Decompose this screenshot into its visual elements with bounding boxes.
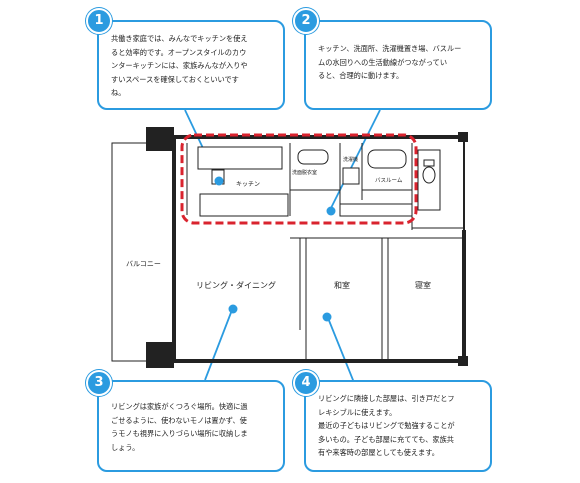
callout-2-badge: 2 (293, 8, 319, 34)
callout-3-badge: 3 (86, 370, 112, 396)
washroom-label: 洗面脱衣室 (292, 169, 317, 176)
leader-line-3 (204, 309, 233, 381)
balcony-label: バルコニー (126, 260, 161, 268)
callout-2: キッチン、洗面所、洗濯機置き場、バスルー ムの水回りへの生活動線がつながってい … (304, 20, 492, 110)
callout-4: リビングに隣接した部屋は、引き戸だとフ レキシブルに使えます。 最近の子どもはリ… (304, 380, 492, 472)
column-top-left (146, 127, 174, 151)
bedroom-label: 寝室 (415, 280, 431, 290)
column-bottom-left (146, 342, 174, 368)
laundry-label: 洗濯機 (343, 156, 358, 163)
callout-1-text: 共働き家庭では、みんなでキッチンを使え ると効率的です。オープンスタイルのカウ … (111, 34, 248, 97)
leader-dot-4 (322, 312, 332, 322)
bathroom-label: バスルーム (375, 177, 403, 184)
leader-line-4 (327, 317, 356, 386)
japanese-room-label: 和室 (334, 280, 350, 290)
callout-4-text: リビングに隣接した部屋は、引き戸だとフ レキシブルに使えます。 最近の子どもはリ… (318, 394, 455, 457)
callout-4-badge: 4 (293, 370, 319, 396)
leader-dot-1 (214, 176, 224, 186)
balcony-area (111, 142, 175, 362)
callout-2-text: キッチン、洗面所、洗濯機置き場、バスルー ムの水回りへの生活動線がつながってい … (318, 44, 462, 80)
callout-1-badge: 1 (86, 8, 112, 34)
callout-3-text: リビングは家族がくつろぐ場所。快適に過 ごせるように、使わないモノは置かず、使 … (111, 402, 248, 452)
leader-line-2 (329, 109, 381, 211)
leader-dot-3 (228, 304, 238, 314)
callout-1: 共働き家庭では、みんなでキッチンを使え ると効率的です。オープンスタイルのカウ … (97, 20, 285, 110)
leader-dot-2 (326, 206, 336, 216)
callout-3: リビングは家族がくつろぐ場所。快適に過 ごせるように、使わないモノは置かず、使 … (97, 380, 285, 472)
living-dining-label: リビング・ダイニング (196, 280, 276, 290)
kitchen-label: キッチン (236, 181, 260, 188)
